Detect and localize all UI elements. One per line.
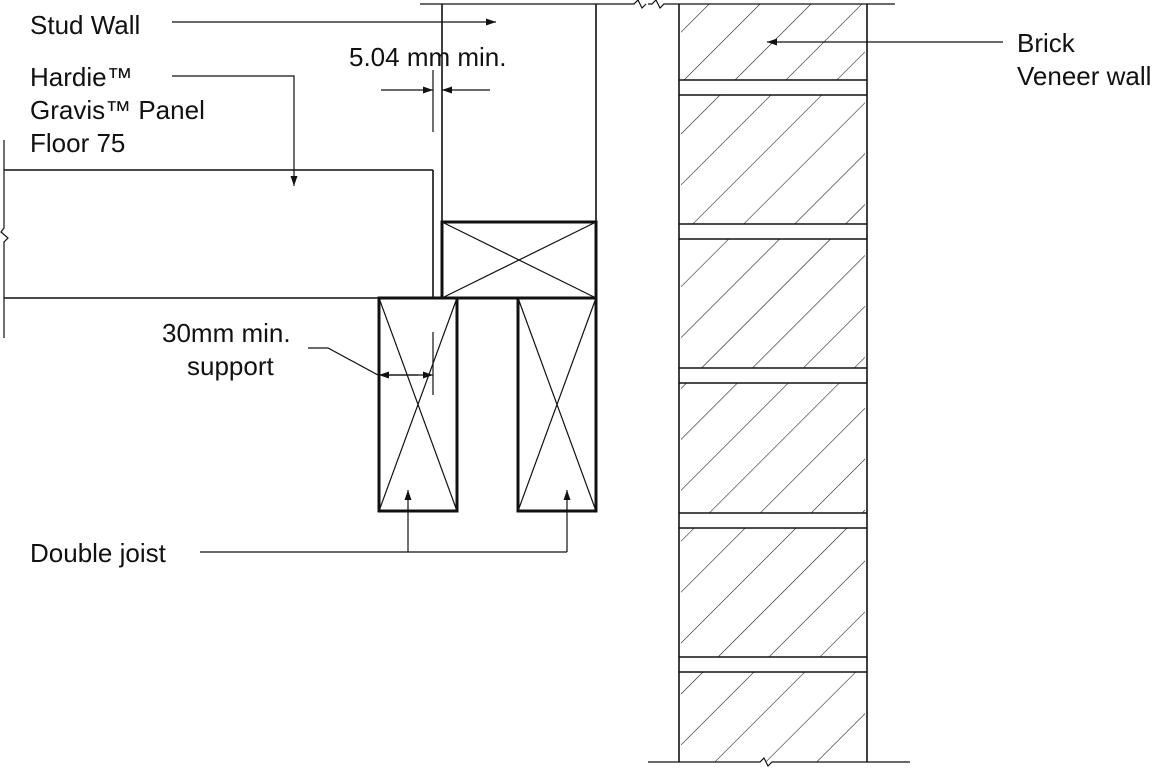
brick-course-5 — [681, 528, 865, 657]
support-label-line1: 30mm min. — [162, 318, 291, 348]
support-dimension — [308, 332, 434, 395]
brick-course-4 — [681, 383, 865, 513]
gravis-floor-panel — [0, 140, 442, 338]
brick-label-line2: Veneer wall — [1017, 61, 1151, 91]
brick-label-line1: Brick — [1017, 28, 1076, 58]
gravis-label-line2: Gravis™ Panel — [30, 95, 205, 125]
gravis-label-line3: Floor 75 — [30, 128, 125, 158]
double-joist-leader — [200, 490, 571, 553]
brick-course-6 — [681, 672, 865, 762]
support-label-line2: support — [187, 351, 274, 381]
gravis-label-line1: Hardie™ — [30, 62, 133, 92]
stud-wall-label: Stud Wall — [30, 10, 140, 40]
brick-course-3 — [681, 239, 865, 368]
gap-dimension — [381, 70, 490, 132]
gap-dimension-label: 5.04 mm min. — [349, 42, 507, 72]
brick-veneer-wall — [648, 0, 910, 768]
brick-course-2 — [681, 95, 865, 224]
gravis-panel-leader — [172, 75, 298, 186]
double-joist-label: Double joist — [30, 538, 167, 568]
double-joist — [377, 296, 598, 513]
brick-courses — [679, 4, 867, 762]
